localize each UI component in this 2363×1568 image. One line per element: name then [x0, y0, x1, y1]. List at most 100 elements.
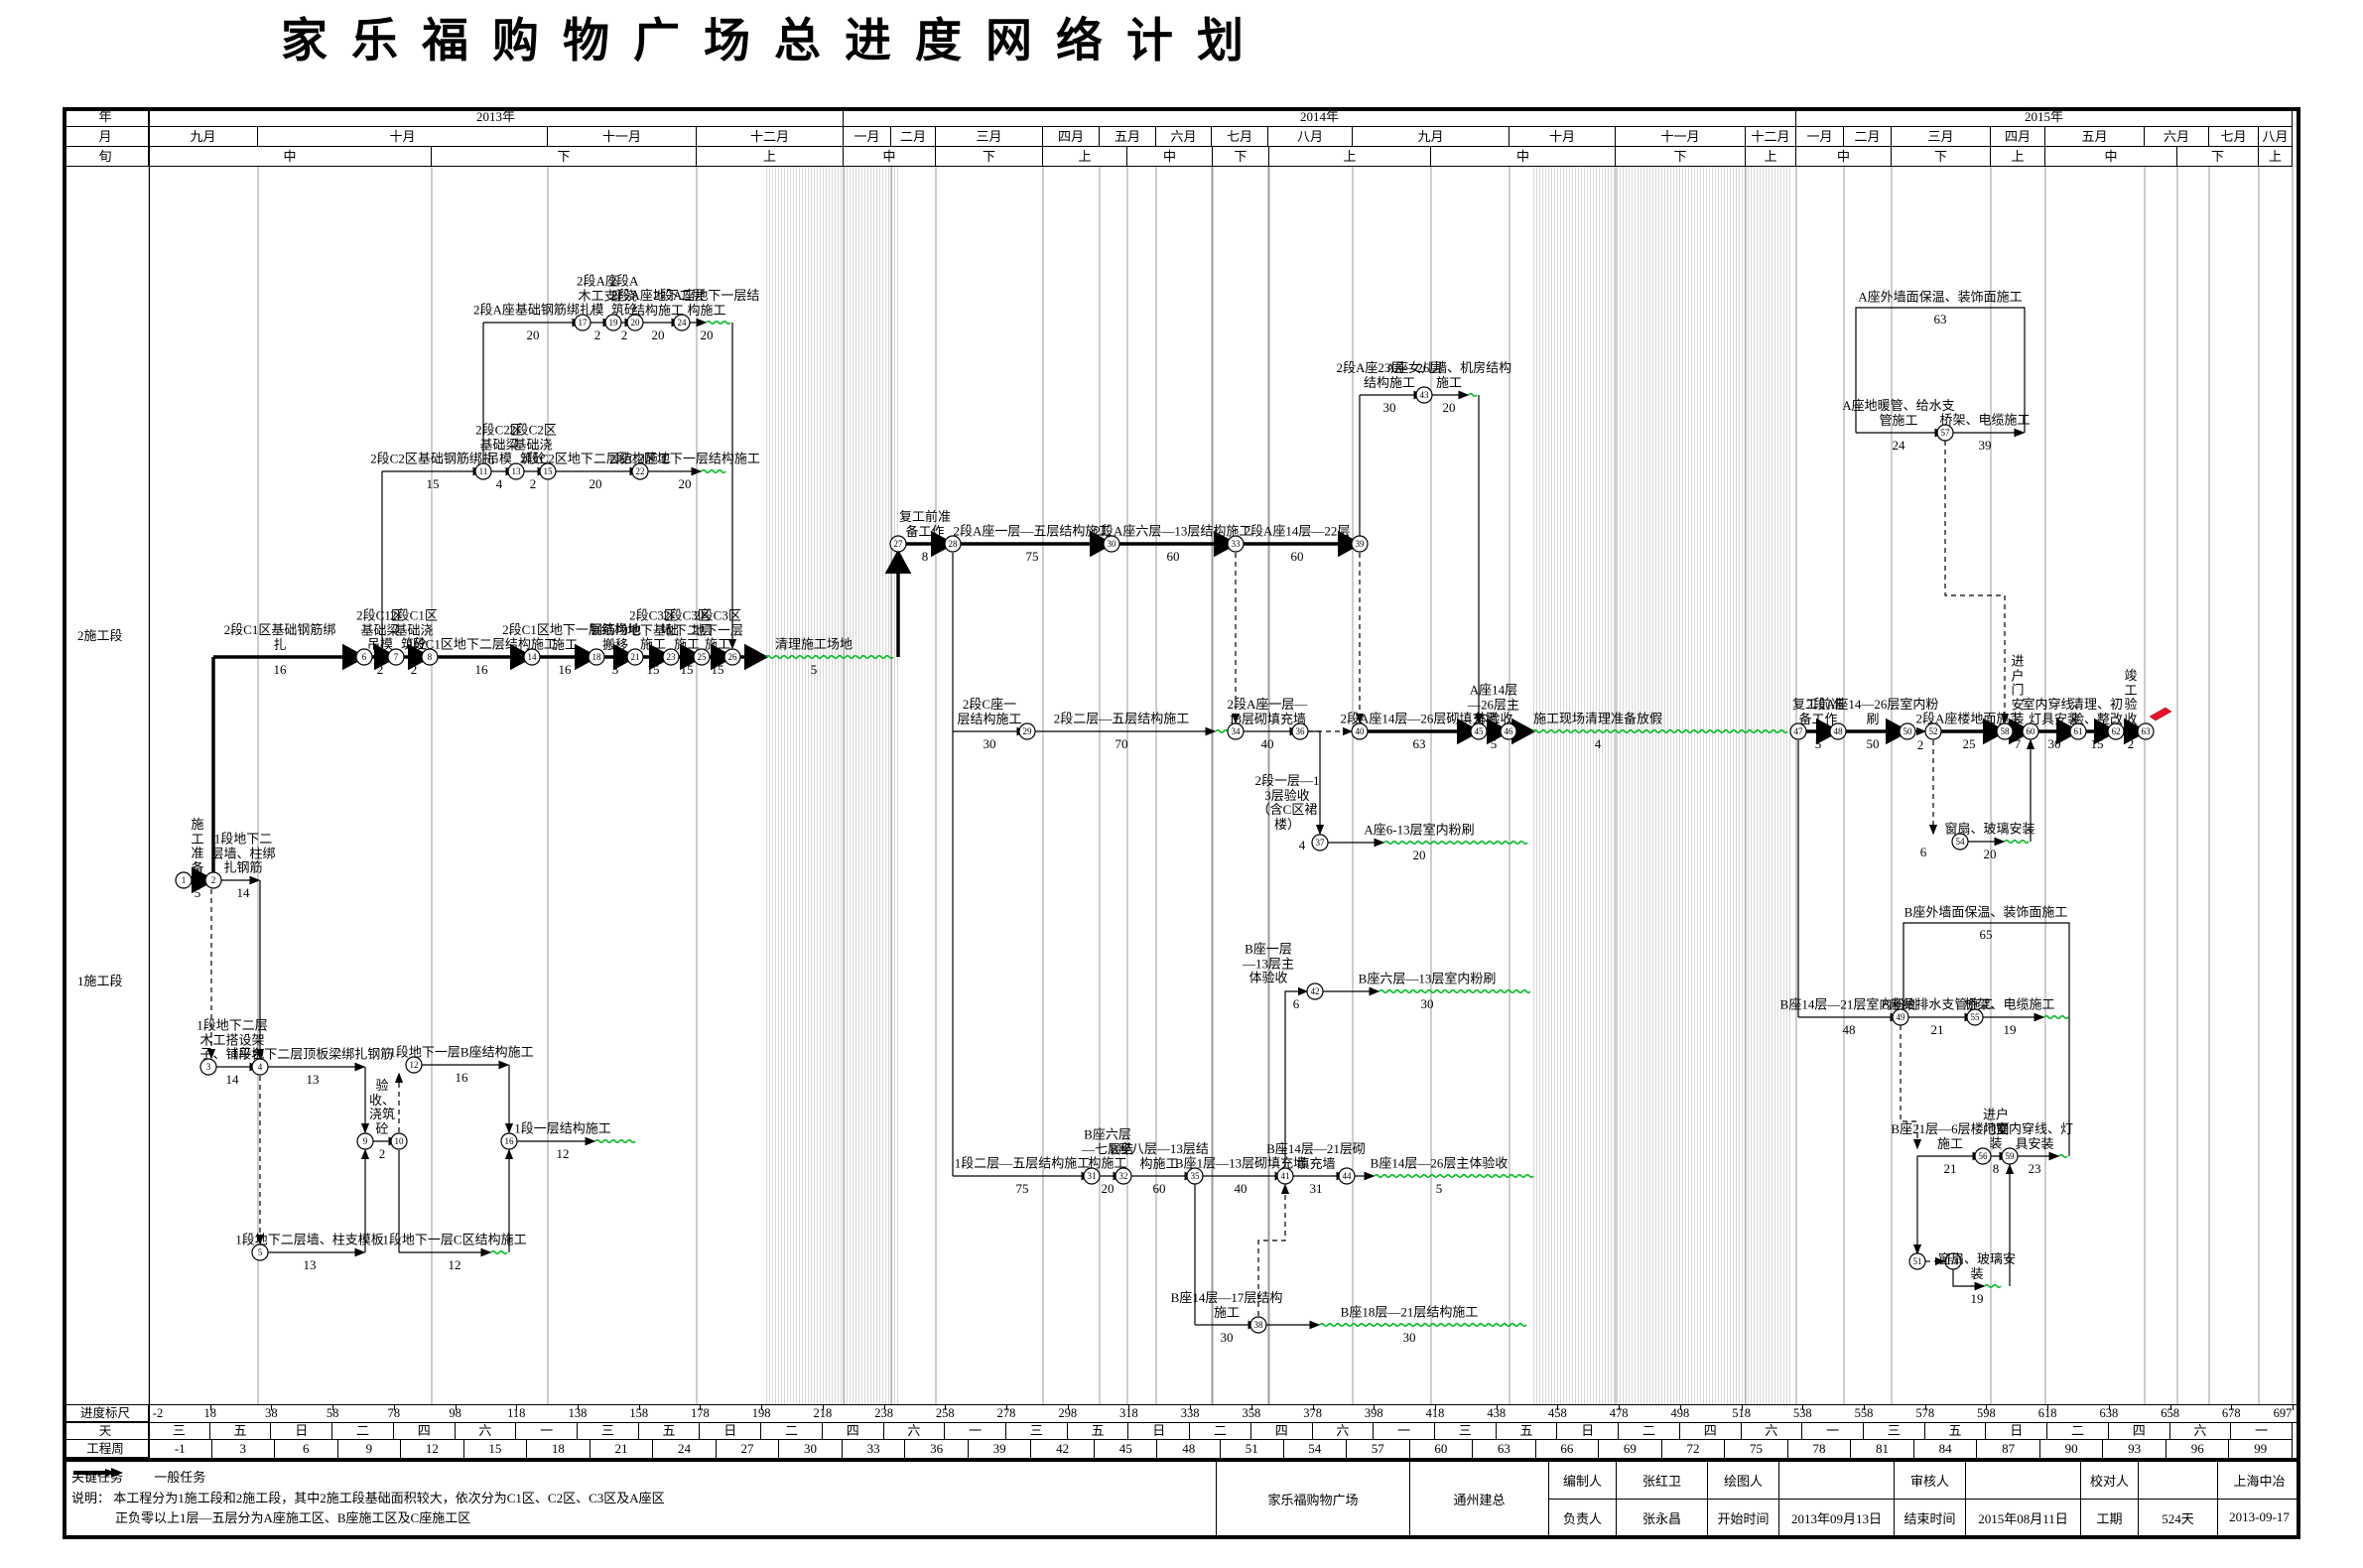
month-cell: 十月 — [258, 127, 548, 147]
day-cell: 六 — [1312, 1422, 1375, 1440]
ruler-tick: 478 — [1609, 1406, 1629, 1420]
tick-mark — [822, 1404, 824, 1410]
notes-prefix: 说明： — [71, 1491, 111, 1505]
activity-duration: 75 — [1015, 1181, 1029, 1196]
svg-text:1: 1 — [182, 875, 187, 885]
xun-cell: 下 — [2177, 147, 2259, 167]
activity-duration: 4 — [1594, 736, 1602, 751]
tick-mark — [700, 1404, 702, 1410]
svg-text:46: 46 — [1505, 726, 1514, 736]
ruler-tick: -2 — [152, 1406, 164, 1420]
activity-duration: 60 — [1166, 549, 1180, 564]
svg-text:11: 11 — [479, 466, 488, 476]
month-cell: 八月 — [2259, 127, 2293, 147]
svg-text:44: 44 — [1343, 1171, 1353, 1181]
svg-text:42: 42 — [1311, 986, 1320, 996]
activity-label: 清理施工场地 — [774, 636, 853, 652]
tick-mark — [945, 1404, 947, 1410]
svg-text:14: 14 — [528, 652, 538, 662]
xun-cell: 上 — [1746, 147, 1796, 167]
footer-cell-r1: 编制人 — [1548, 1462, 1616, 1499]
day-cell: 三 — [578, 1422, 639, 1440]
svg-text:37: 37 — [1316, 838, 1326, 848]
thick-divider — [63, 1458, 2300, 1462]
activity-duration: 16 — [273, 662, 287, 677]
ruler-tick: 518 — [1732, 1406, 1751, 1420]
xun-cell: 上 — [697, 147, 844, 167]
chart-text: B座一层—13层主体验收 — [1242, 941, 1294, 985]
header-row-label: 年 — [63, 107, 149, 127]
week-cell: -1 — [149, 1440, 212, 1458]
ruler-tick: 198 — [751, 1406, 771, 1420]
ruler-tick: 58 — [326, 1406, 339, 1420]
month-cell: 四月 — [1991, 127, 2045, 147]
tick-mark — [761, 1404, 763, 1410]
activity-duration: 2 — [378, 1146, 386, 1161]
ruler-tick: 258 — [935, 1406, 955, 1420]
svg-text:57: 57 — [1941, 428, 1951, 438]
xun-cell: 上 — [1043, 147, 1127, 167]
activity-label: 1段地下一层C区结构施工 — [382, 1232, 527, 1247]
left-chart-border — [149, 107, 150, 1458]
activity-duration: 21 — [1930, 1022, 1944, 1037]
week-cell: 15 — [464, 1440, 528, 1458]
normal-task-arrow-icon — [73, 1469, 116, 1477]
xun-cell: 中 — [844, 147, 936, 167]
footer-contractor: 通州建总 — [1409, 1462, 1548, 1535]
tick-mark — [1864, 1404, 1865, 1410]
week-cell: 30 — [779, 1440, 843, 1458]
footer-cell-r2: 开始时间 — [1707, 1499, 1778, 1535]
activity-duration: 2 — [376, 662, 384, 677]
activity-duration: 60 — [1290, 549, 1304, 564]
activity-duration: 20 — [700, 327, 714, 342]
activity-label: 进户门安装 — [1982, 1107, 2009, 1151]
activity-duration: 2 — [620, 327, 628, 342]
activity-duration: 15 — [426, 476, 440, 491]
tick-mark — [1924, 1404, 1926, 1410]
activity-duration: 20 — [1442, 400, 1456, 415]
week-cell: 63 — [1473, 1440, 1536, 1458]
svg-text:20: 20 — [631, 318, 641, 327]
ruler-tick: 298 — [1058, 1406, 1078, 1420]
activity-label: 1段二层—五层结构施工 — [954, 1155, 1091, 1171]
activity-label: 窗扇、玻璃安装 — [1937, 1250, 2016, 1281]
activity-duration: 63 — [1933, 312, 1947, 327]
legend-normal-label: 一般任务 — [154, 1470, 206, 1485]
activity-duration: 65 — [1979, 927, 1993, 942]
footer-cell-r1: 上海中冶 — [2217, 1462, 2300, 1499]
week-cell: 93 — [2103, 1440, 2166, 1458]
week-cell: 9 — [338, 1440, 402, 1458]
svg-text:7: 7 — [394, 652, 399, 662]
tick-mark — [883, 1404, 885, 1410]
activity-label: B座14层—21层砌填充墙 — [1266, 1140, 1366, 1171]
footer-cell-r1 — [1965, 1462, 2080, 1499]
activity-duration: 30 — [1402, 1330, 1416, 1345]
activity-label: 1段地下二层墙、柱绑扎钢筋 — [210, 831, 276, 875]
month-cell: 二月 — [1844, 127, 1892, 147]
week-cell: 99 — [2229, 1440, 2293, 1458]
day-cell: 二 — [2047, 1422, 2109, 1440]
activity-label: A座14层—26层主体验收 — [1467, 682, 1519, 726]
svg-text:32: 32 — [1119, 1171, 1128, 1181]
svg-text:15: 15 — [544, 466, 554, 476]
svg-text:8: 8 — [428, 652, 433, 662]
activity-duration: 40 — [1260, 736, 1274, 751]
svg-text:6: 6 — [362, 652, 367, 662]
activity-duration: 30 — [2047, 736, 2061, 751]
page-title: 家乐福购物广场总进度网络计划 — [281, 16, 1267, 67]
activity-duration: 48 — [1842, 1022, 1856, 1037]
footer-bottom-border — [63, 1535, 2300, 1539]
svg-text:38: 38 — [1254, 1320, 1264, 1330]
day-cell: 日 — [1557, 1422, 1620, 1440]
activity-duration: 20 — [526, 327, 540, 342]
month-cell: 五月 — [1100, 127, 1156, 147]
svg-text:29: 29 — [1023, 726, 1033, 736]
svg-text:21: 21 — [631, 652, 640, 662]
activity-label: 桥架、电缆施工 — [1964, 996, 2055, 1012]
svg-text:40: 40 — [1356, 726, 1366, 736]
activity-duration: 39 — [1978, 438, 1992, 453]
svg-text:39: 39 — [1356, 539, 1366, 549]
tick-mark — [2293, 1404, 2294, 1410]
activity-label: B座六层—七层结构施工 — [1081, 1126, 1133, 1171]
